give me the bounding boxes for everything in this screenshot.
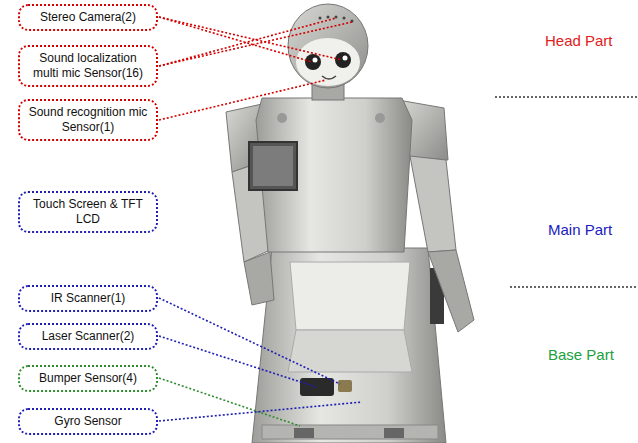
callout-text: Laser Scanner(2) (26, 329, 150, 344)
callout-box: IR Scanner(1) (18, 285, 158, 312)
callout-box: Touch Screen & TFT LCD (18, 191, 158, 233)
leader-line (159, 402, 362, 421)
leader-line (159, 22, 352, 66)
part-separator (510, 286, 638, 288)
leader-line (159, 18, 336, 66)
leader-line (159, 336, 316, 387)
leader-line (159, 298, 340, 384)
part-label: Head Part (545, 32, 613, 49)
callout-box: Sound recognition mic Sensor(1) (18, 99, 158, 141)
callout-box: Stereo Camera(2) (18, 4, 158, 31)
leader-line (159, 17, 312, 62)
callout-text: Gyro Sensor (26, 414, 150, 429)
callout-box: Gyro Sensor (18, 408, 158, 435)
part-label: Base Part (548, 346, 614, 363)
callout-text: IR Scanner(1) (26, 291, 150, 306)
callout-box: Sound localization multi mic Sensor(16) (18, 45, 158, 87)
part-label: Main Part (548, 221, 612, 238)
callout-box: Laser Scanner(2) (18, 323, 158, 350)
callout-text: Sound localization multi mic Sensor(16) (26, 51, 150, 81)
callout-text: Sound recognition mic Sensor(1) (26, 105, 150, 135)
callout-text: Stereo Camera(2) (26, 10, 150, 25)
callout-text: Bumper Sensor(4) (26, 371, 150, 386)
callout-text: Touch Screen & TFT LCD (26, 197, 150, 227)
part-separator (495, 96, 638, 98)
callout-box: Bumper Sensor(4) (18, 365, 158, 392)
leader-line (159, 80, 326, 120)
